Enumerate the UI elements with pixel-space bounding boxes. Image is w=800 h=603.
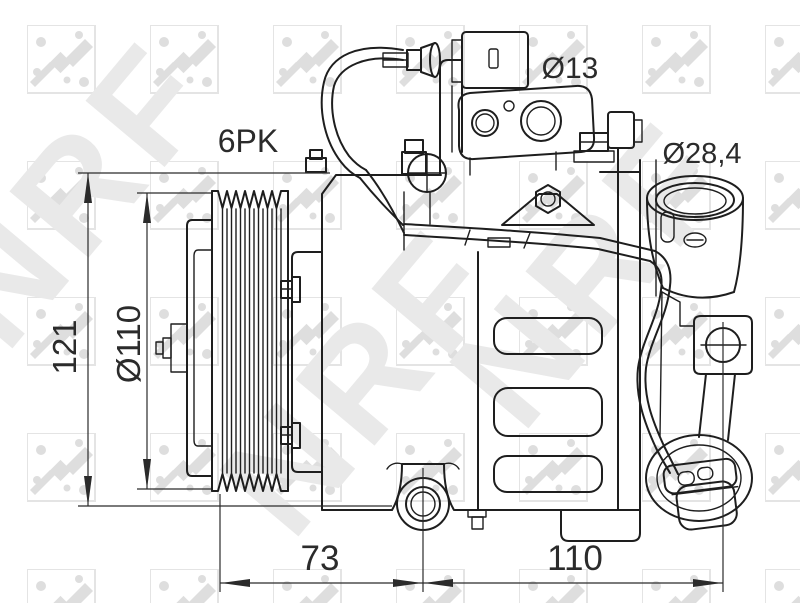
electrical-connector xyxy=(320,31,529,234)
dimension-layer: 121 Ø110 73 110 6PK Ø13 Ø28,4 xyxy=(46,52,742,592)
hex-bolt xyxy=(535,184,561,214)
port-13-bore xyxy=(520,100,562,142)
bracket-bolt xyxy=(280,276,301,303)
dimension-arrows xyxy=(84,173,722,587)
dimension-label-front-mount: 73 xyxy=(301,539,340,578)
suction-port-28 xyxy=(646,175,744,299)
label-belt-type: 6PK xyxy=(218,123,278,159)
dimension-label-pulley-diameter: Ø110 xyxy=(110,305,147,383)
front-mounting-bracket xyxy=(280,251,323,473)
connector-wire xyxy=(320,46,405,234)
top-bracket xyxy=(501,184,595,226)
housing-recess xyxy=(493,317,603,493)
dimension-label-rear-mount: 110 xyxy=(547,539,603,578)
bracket-bolt xyxy=(280,422,301,449)
label-top-port-diameter: Ø13 xyxy=(542,52,599,85)
dimension-label-overall-height: 121 xyxy=(46,319,83,374)
label-side-port-diameter: Ø28,4 xyxy=(663,138,742,170)
compressor-body xyxy=(305,139,657,542)
discharge-manifold xyxy=(457,84,643,176)
top-flange-bolt xyxy=(401,139,447,251)
manifold-bolt xyxy=(573,132,615,163)
clutch-front-plate xyxy=(155,219,213,477)
port-plug xyxy=(662,457,739,531)
wire-descent xyxy=(636,250,679,475)
mounting-strap xyxy=(403,223,656,262)
belt-pulley xyxy=(211,190,289,492)
rear-mounting-ear xyxy=(659,291,753,441)
bottom-bolt xyxy=(467,509,487,530)
plug-pin xyxy=(382,42,441,78)
hex-bolt xyxy=(305,149,327,173)
lower-port xyxy=(645,434,753,531)
